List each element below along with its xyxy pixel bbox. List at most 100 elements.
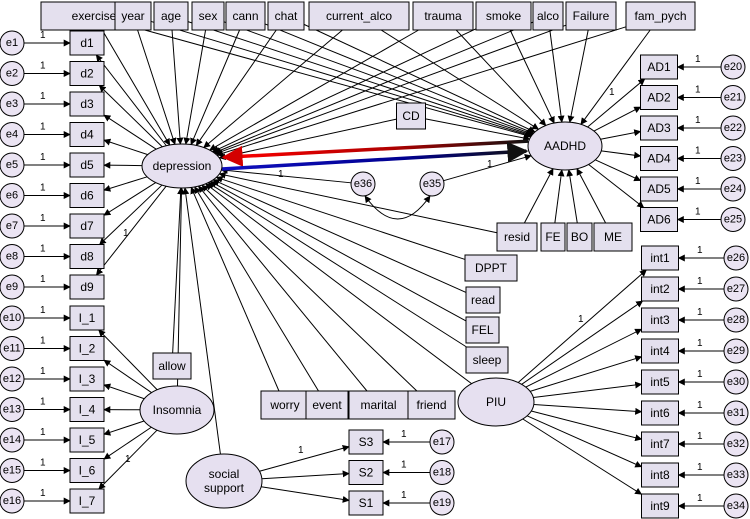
loading-insomnia-i-5 [103,420,145,436]
error-e21 [720,85,746,110]
indicator-int8-label: int8 [650,468,670,482]
covariate-cd-box [396,102,426,130]
error-e25-label: e25 [724,214,742,226]
covariate-failure-box [565,1,617,31]
loading-depression-d7 [103,182,156,216]
error-e34 [723,493,749,519]
error-e15 [0,458,25,483]
indicator-ad2-box [640,85,678,110]
error-e31-label: e31 [727,407,745,419]
indicator-ad1-box [640,54,678,80]
loading-depression-d6 [103,176,148,192]
loading-fixed-e12: 1 [40,366,46,377]
path-dppt-to-depression [215,175,466,260]
indicator-i-1-box [69,305,105,331]
path-resid-to-aadhd [523,168,554,224]
covariate-friend-box [407,390,456,420]
loading-fixed-aadhd: 1 [609,87,615,98]
indicator-d1-box [69,30,105,56]
indicator-ad5-box [640,176,678,202]
error-e21-label: e21 [724,92,742,104]
path-failure-to-aadhd [567,29,589,123]
loading-fixed-e9: 1 [40,274,46,285]
error-e28-label: e28 [727,314,745,326]
indicator-ad1-label: AD1 [647,60,671,74]
loading-fixed-e15: 1 [40,458,46,469]
loading-aadhd-ad5 [595,159,642,182]
indicator-ad2-label: AD2 [647,91,671,105]
covariate-age-box [153,1,189,31]
indicator-ad6-box [640,207,678,232]
covariate-current-alco-box [308,1,410,31]
indicator-int9-box [641,493,679,519]
indicator-i-3-label: I_3 [79,372,96,386]
indicator-ad6-label: AD6 [647,213,671,227]
path-failure-to-depression [214,24,567,155]
error-e5-label: e5 [6,159,18,171]
path-arrows [24,20,724,510]
error-e30-label: e30 [727,376,745,388]
error-e31 [723,400,749,426]
indicator-d5-label: d5 [80,158,94,172]
loading-fixed-e27: 1 [697,276,703,287]
indicator-i-5-label: I_5 [79,433,96,447]
path-chat-to-aadhd [303,23,536,133]
covariate-bo-label: BO [571,230,588,244]
indicator-int5-box [641,369,679,395]
loading-fixed-e26: 1 [697,245,703,256]
error-e5 [0,152,25,178]
covariate-alco-box [532,1,564,31]
error-e15-label: e15 [3,465,21,477]
error-e12-label: e12 [3,373,21,385]
loading-depression-d2 [98,85,163,148]
error-e19-label: e19 [433,497,451,509]
indicator-int7-label: int7 [650,437,670,451]
path-fam-pych-to-aadhd [580,29,651,125]
covariate-fel-label: FEL [471,323,493,337]
loading-fixed-e32: 1 [697,431,703,442]
error-e4 [0,122,25,147]
loading-fixed-e1: 1 [40,30,46,41]
covariate-read-label: read [471,293,495,307]
indicator-i-3-box [69,366,105,392]
covariate-cd-label: CD [402,109,420,123]
error-e28 [723,307,749,333]
error-e32 [723,431,749,457]
loading-piu-int5 [533,381,643,398]
latent-aadhd-label: AADHD [544,139,586,153]
error-e18-label: e18 [433,467,451,479]
loading-piu-int2 [521,300,644,385]
error-e29-label: e29 [727,345,745,357]
loading-fixed-e36: 1 [278,169,284,180]
path-friend-to-depression [201,184,418,392]
covariate-current-alco-label: current_alco [326,9,392,23]
indicator-int5-label: int5 [650,375,670,389]
loading-fixed-e3: 1 [40,91,46,102]
loading-fixed-e30: 1 [697,369,703,380]
error-e6-label: e6 [6,190,18,202]
indicator-i-7-label: I_7 [79,494,96,508]
loading-support-s3 [259,444,350,472]
covariate-year-label: year [121,9,144,23]
latent-aadhd-ellipse [527,121,603,171]
indicator-d3-label: d3 [80,97,94,111]
covariate-sex-label: sex [199,9,218,23]
covariate-failure-label: Failure [573,9,610,23]
covariate-trauma-box [412,1,474,31]
covariance-e35-e36 [364,195,431,220]
indicator-i-2-box [69,336,105,361]
error-e12 [0,366,25,392]
covariate-smoke-box [475,1,532,31]
path-exercise-to-aadhd [144,29,532,139]
error-e3 [0,91,25,117]
covariate-allow-box [152,352,192,380]
covariate-exercise-label: exercise [72,9,117,23]
indicator-d8-label: d8 [80,250,94,264]
path-trauma-to-aadhd [455,29,547,127]
covariate-worry-label: worry [269,398,299,412]
path-sex-to-depression [183,29,207,145]
indicator-ad3-label: AD3 [647,121,671,135]
indicator-d5-box [69,152,105,178]
indicator-i-1-label: I_1 [79,311,96,325]
